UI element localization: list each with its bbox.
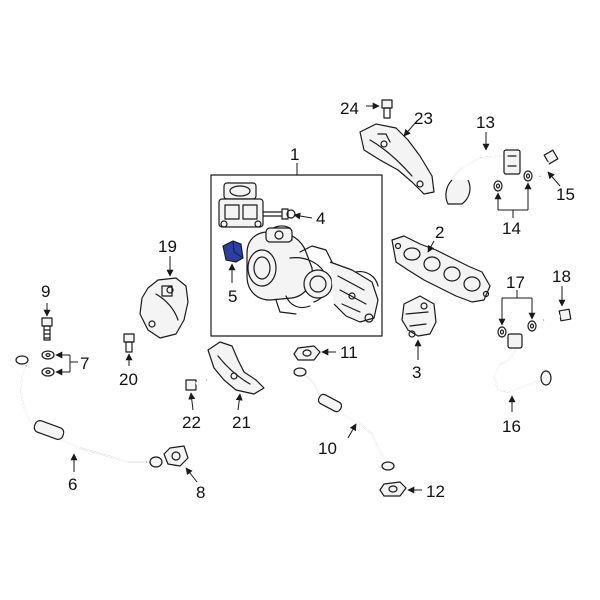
callout-15: 15 (556, 185, 575, 204)
leader-21 (235, 393, 243, 411)
callout-9: 9 (41, 282, 50, 301)
callout-12: 12 (426, 482, 445, 501)
part-8-gasket[interactable] (163, 445, 198, 483)
callout-24: 24 (340, 99, 359, 118)
part-9-bolt[interactable] (41, 303, 53, 341)
part-18-bolt[interactable] (543, 286, 572, 322)
leader-22 (188, 392, 196, 411)
part-22-bolt[interactable] (185, 378, 207, 411)
callout-8: 8 (196, 483, 205, 502)
callout-20: 20 (119, 370, 138, 389)
callout-11: 11 (340, 343, 358, 362)
leader-8 (185, 467, 198, 483)
leader-2 (427, 240, 435, 253)
callout-16: 16 (502, 417, 521, 436)
callout-2: 2 (435, 223, 444, 242)
turbo-housing (246, 225, 333, 315)
callout-5: 5 (228, 287, 237, 306)
part-10-return-tube[interactable] (293, 367, 395, 471)
part-11-gasket[interactable] (293, 345, 336, 361)
part-21-heat-shield[interactable] (207, 341, 265, 411)
wastegate-actuator (218, 182, 296, 228)
leader-14 (498, 209, 528, 218)
part-15-bolt[interactable] (538, 149, 561, 187)
part-6-oil-tube[interactable] (15, 355, 163, 472)
callout-22: 22 (182, 413, 201, 432)
callout-1: 1 (290, 145, 299, 164)
leader-15 (547, 171, 561, 187)
part-12-gasket[interactable] (379, 481, 422, 497)
callout-21: 21 (232, 413, 251, 432)
part-3-bracket[interactable] (401, 295, 437, 360)
leader-7 (69, 355, 78, 372)
leader-23 (403, 121, 417, 137)
part-7-washers[interactable] (41, 350, 78, 377)
callout-13: 13 (476, 113, 495, 132)
callout-14: 14 (502, 219, 521, 238)
part-24-bolt[interactable] (366, 99, 393, 119)
part-23-heat-shield[interactable] (359, 121, 435, 195)
callout-23: 23 (414, 109, 433, 128)
part-2-manifold-gasket[interactable] (391, 235, 491, 303)
callout-18: 18 (552, 267, 571, 286)
part-17-washers[interactable] (497, 290, 537, 338)
callout-6: 6 (68, 475, 77, 494)
part-13-coolant-pipe[interactable] (445, 132, 521, 205)
leader-4 (293, 212, 313, 220)
callout-7: 7 (80, 354, 89, 373)
callout-3: 3 (412, 363, 421, 382)
part-20-bolt[interactable] (123, 333, 135, 366)
part-19-heat-shield[interactable] (139, 256, 189, 339)
exhaust-manifold (329, 261, 379, 323)
turbocharger-assembly[interactable] (210, 163, 383, 337)
leader-17 (502, 290, 532, 299)
callout-10: 10 (318, 439, 337, 458)
leader-10 (347, 423, 357, 439)
callout-17: 17 (506, 273, 525, 292)
callout-19: 19 (158, 237, 177, 256)
callout-4: 4 (316, 209, 325, 228)
part-14-washers[interactable] (493, 170, 533, 218)
part-16-coolant-pipe[interactable] (493, 333, 552, 412)
highlighted-part-5[interactable] (222, 240, 244, 263)
